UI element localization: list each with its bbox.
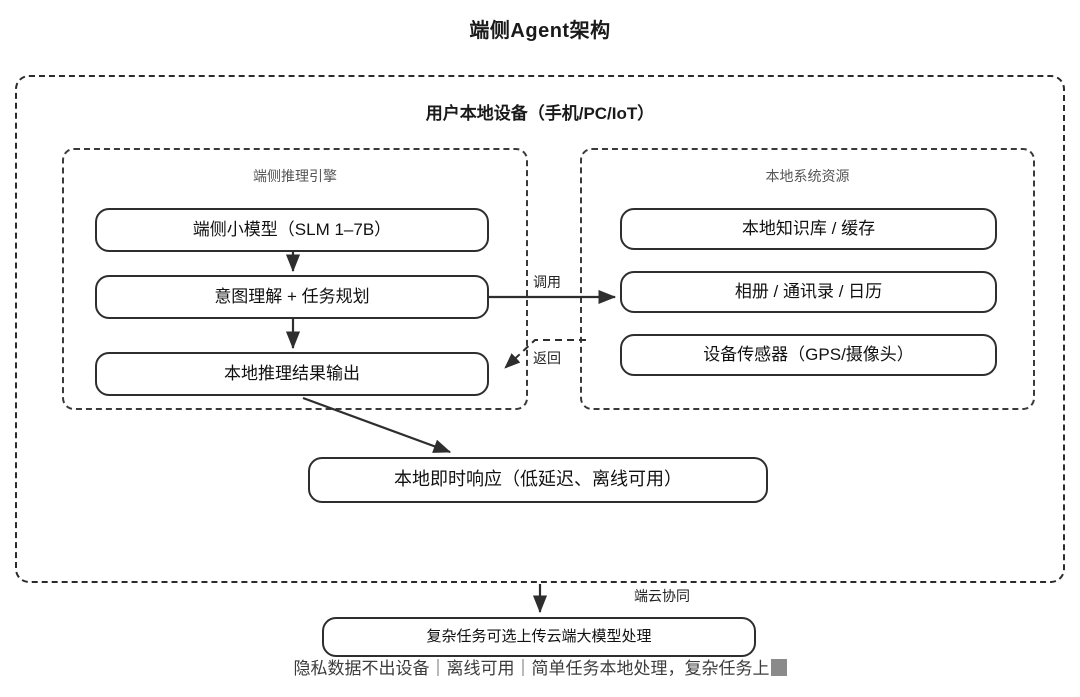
- edge-label-call: 调用: [533, 274, 561, 290]
- footer-caption-text: 隐私数据不出设备｜离线可用｜简单任务本地处理，复杂任务上: [293, 659, 770, 678]
- text-cursor-block: [770, 659, 787, 676]
- resources-panel-label: 本地系统资源: [765, 168, 850, 184]
- node-slm[interactable]: 端侧小模型（SLM 1–7B）: [95, 208, 489, 252]
- node-personal-data[interactable]: 相册 / 通讯录 / 日历: [620, 271, 997, 313]
- node-cloud-offload[interactable]: 复杂任务可选上传云端大模型处理: [322, 617, 756, 657]
- engine-panel-label: 端侧推理引擎: [253, 168, 337, 184]
- device-container-label: 用户本地设备（手机/PC/IoT）: [425, 104, 655, 123]
- node-local-inference-output[interactable]: 本地推理结果输出: [95, 352, 489, 396]
- device-container: [15, 75, 1065, 583]
- node-knowledge-base[interactable]: 本地知识库 / 缓存: [620, 208, 997, 250]
- edge-label-return: 返回: [533, 350, 561, 366]
- resources-panel: [580, 148, 1035, 410]
- node-device-sensors[interactable]: 设备传感器（GPS/摄像头）: [620, 334, 997, 376]
- footer-caption: 隐私数据不出设备｜离线可用｜简单任务本地处理，复杂任务上: [0, 654, 1080, 679]
- page-title: 端侧Agent架构: [469, 20, 611, 42]
- engine-panel: [62, 148, 528, 410]
- edge-label-cloud-sync: 端云协同: [634, 588, 690, 604]
- node-intent-planning[interactable]: 意图理解 + 任务规划: [95, 275, 489, 319]
- node-local-response[interactable]: 本地即时响应（低延迟、离线可用）: [308, 457, 768, 503]
